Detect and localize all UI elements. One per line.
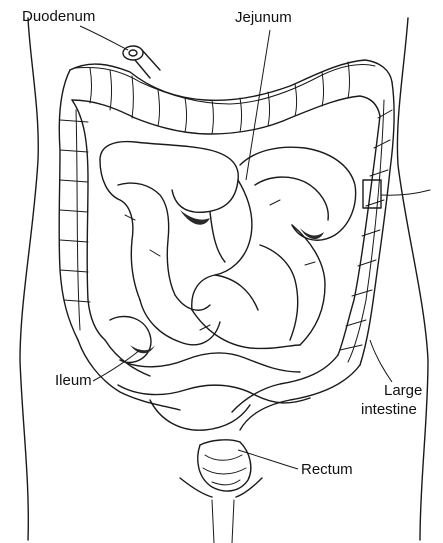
torso-left-outline — [20, 18, 38, 540]
midline — [212, 500, 234, 543]
label-ileum: Ileum — [55, 373, 92, 389]
duodenum-tube — [123, 46, 160, 78]
leader-jejunum — [246, 30, 270, 180]
label-large-line2: intestine — [361, 402, 417, 418]
leader-rectum — [238, 450, 298, 469]
rectum — [198, 440, 251, 491]
leader-large-intestine — [370, 340, 392, 382]
torso-right-outline — [397, 18, 428, 540]
label-jejunum: Jejunum — [235, 10, 292, 26]
label-rectum: Rectum — [301, 462, 353, 478]
leader-duodenum — [80, 26, 128, 50]
label-large-line1: Large — [384, 383, 422, 399]
label-duodenum: Duodenum — [22, 9, 95, 25]
large-intestine — [59, 60, 394, 430]
small-intestine — [100, 142, 356, 431]
leg-crease-left — [180, 478, 212, 497]
